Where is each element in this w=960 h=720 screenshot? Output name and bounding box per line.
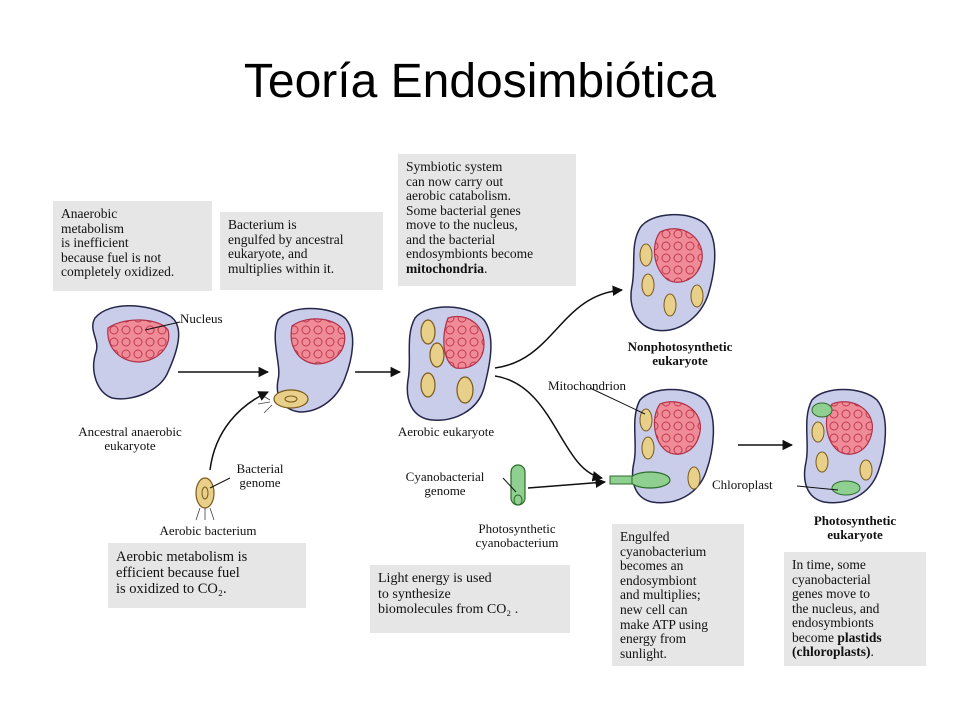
photosynthetic-eukaryote-label: Photosynthetic eukaryote bbox=[813, 513, 897, 542]
ancestral-label: Ancestral anaerobic eukaryote bbox=[78, 424, 182, 453]
arrow-4 bbox=[494, 285, 624, 369]
aerobic-bacterium-label: Aerobic bacterium bbox=[159, 523, 257, 538]
chloroplast-label: Chloroplast bbox=[712, 477, 773, 492]
symbiotic-text: Symbiotic system can now carry out aerob… bbox=[406, 159, 534, 261]
nucleus-label: Nucleus bbox=[180, 311, 223, 326]
cyanobacterial-genome-label: Cyanobacterial genome bbox=[405, 469, 485, 498]
photosynthetic-cell bbox=[803, 388, 887, 504]
aerobic-eukaryote-label: Aerobic eukaryote bbox=[397, 424, 495, 439]
in-time-suffix: . bbox=[870, 644, 874, 659]
engulfed-cyano-box: Engulfed cyanobacterium becomes an endos… bbox=[612, 524, 744, 666]
free-cyanobacterium bbox=[510, 464, 526, 506]
plastids-term: plastids (chloroplasts) bbox=[792, 629, 882, 659]
aerobic-eukaryote-cell bbox=[406, 306, 492, 421]
mitochondrion-label: Mitochondrion bbox=[548, 378, 626, 393]
cyanobacterium-shape bbox=[629, 471, 671, 489]
in-time-text: In time, some cyanobacterial genes move … bbox=[792, 557, 880, 645]
anaerobic-box: Anaerobic metabolism is inefficient beca… bbox=[53, 201, 212, 291]
engulfing-cell bbox=[257, 307, 354, 414]
nonphotosynthetic-label: Nonphotosynthetic eukaryote bbox=[627, 339, 733, 368]
bacterium-shape bbox=[273, 389, 309, 409]
aerobic-metabolism-box: Aerobic metabolism is efficient because … bbox=[108, 543, 306, 608]
arrow-6 bbox=[527, 477, 607, 489]
nonphotosynthetic-cell bbox=[630, 213, 716, 332]
bacterial-genome-label: Bacterial genome bbox=[236, 461, 284, 490]
ancestral-eukaryote-cell bbox=[92, 305, 180, 400]
nucleus-shape bbox=[107, 319, 170, 363]
symbiotic-suffix: . bbox=[484, 260, 488, 276]
cyano-engulfing-cell bbox=[609, 388, 715, 504]
page-title: Teoría Endosimbiótica bbox=[243, 55, 717, 108]
light-energy-box: Light energy is used to synthesize biomo… bbox=[370, 565, 570, 633]
mitochondria-term: mitochondria bbox=[406, 260, 485, 276]
bacterium-engulfed-box: Bacterium is engulfed by ancestral eukar… bbox=[220, 212, 383, 290]
aerobic-bacterium bbox=[195, 477, 215, 521]
symbiotic-box: Symbiotic system can now carry out aerob… bbox=[398, 154, 576, 286]
in-time-box: In time, some cyanobacterial genes move … bbox=[784, 552, 926, 666]
arrow-3 bbox=[209, 391, 269, 471]
arrow-5 bbox=[494, 375, 604, 482]
photosynthetic-cyano-label: Photosynthetic cyanobacterium bbox=[475, 521, 559, 550]
